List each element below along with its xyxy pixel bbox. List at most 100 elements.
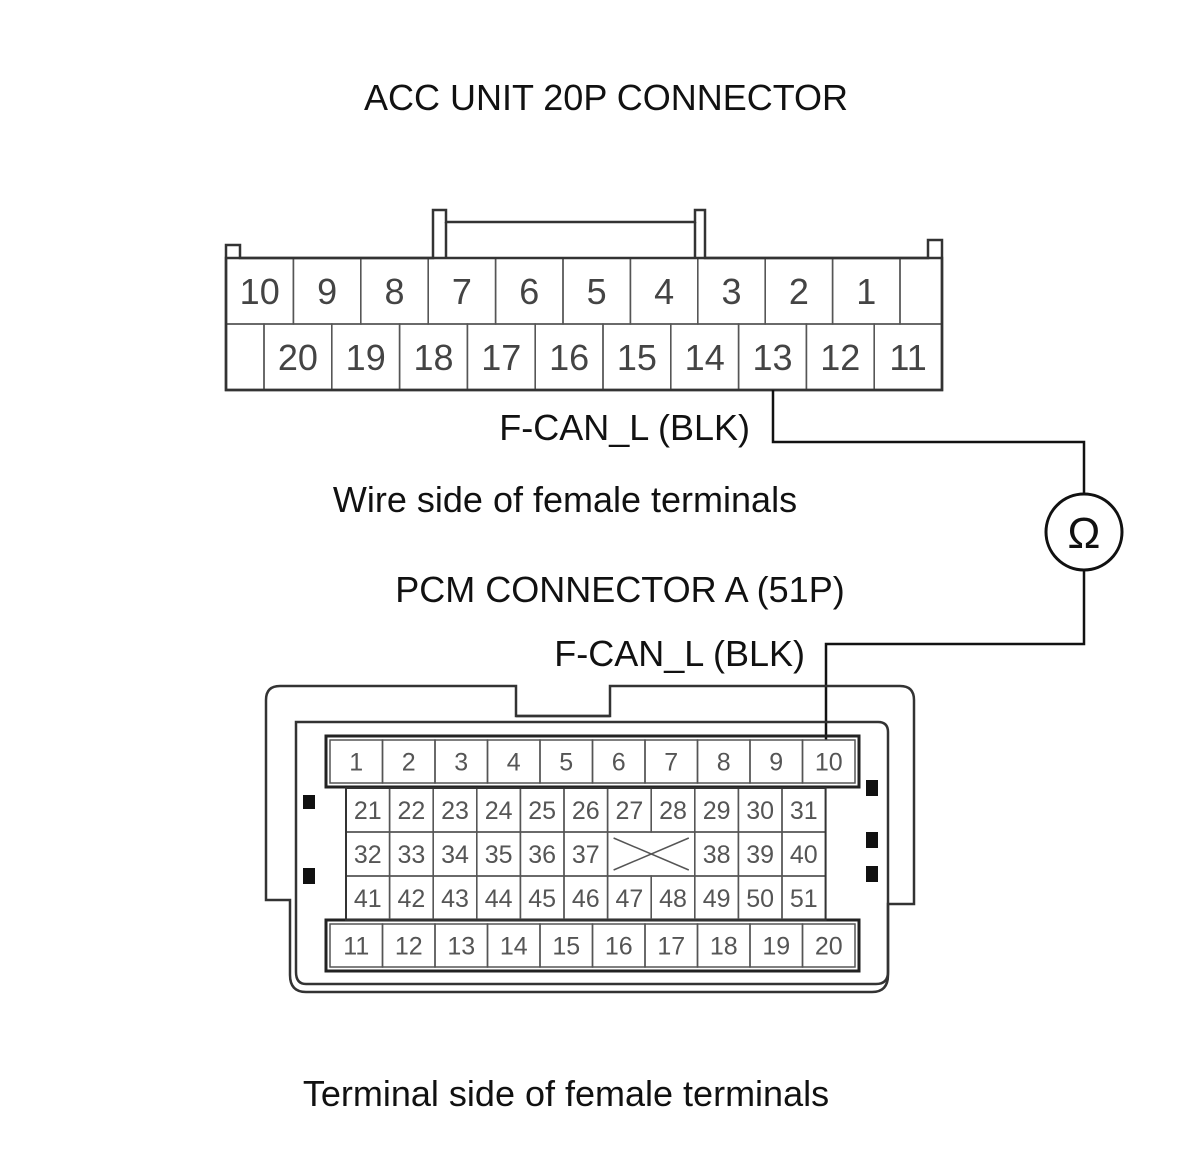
terminal-number: 50 [746, 885, 774, 913]
terminal-number: 45 [528, 885, 556, 913]
terminal-number: 24 [485, 797, 513, 825]
pcm-terminal-22: 22 [388, 787, 434, 833]
acc-terminal-14: 14 [670, 323, 740, 391]
pcm-terminal-11: 11 [329, 923, 384, 968]
pcm-connector-housing [264, 684, 916, 994]
pcm-terminal-17: 17 [644, 923, 699, 968]
terminal-number: 43 [441, 885, 469, 913]
pcm-wire-label: F-CAN_L (BLK) [554, 633, 805, 674]
pcm-terminal-15: 15 [539, 923, 594, 968]
terminal-number: 26 [572, 797, 600, 825]
pcm-connector-title: PCM CONNECTOR A (51P) [395, 569, 844, 610]
meter-lead-acc [771, 390, 1086, 493]
pcm-terminal-2: 2 [381, 739, 436, 784]
terminal-number: 7 [452, 271, 472, 312]
pcm-terminal-29: 29 [694, 787, 740, 833]
terminal-number: 18 [413, 337, 453, 378]
pcm-terminal-5: 5 [539, 739, 594, 784]
pcm-terminal-41: 41 [345, 875, 391, 921]
terminal-number: 37 [572, 841, 600, 869]
pcm-terminal-21: 21 [345, 787, 391, 833]
pcm-terminal-32: 32 [345, 831, 391, 877]
terminal-number: 39 [746, 841, 774, 869]
pcm-terminal-27: 27 [606, 787, 652, 833]
pcm-terminal-10: 10 [801, 739, 856, 784]
pcm-blank-x [613, 837, 690, 871]
terminal-number: 9 [769, 749, 783, 777]
terminal-number: 14 [500, 933, 528, 961]
terminal-number: 9 [317, 271, 337, 312]
terminal-number: 14 [685, 337, 725, 378]
terminal-number: 18 [710, 933, 738, 961]
acc-terminal-10: 10 [225, 257, 295, 325]
acc-blank-cell [225, 323, 265, 391]
terminal-number: 51 [790, 885, 818, 913]
pcm-terminal-13: 13 [434, 923, 489, 968]
acc-terminal-12: 12 [805, 323, 875, 391]
pcm-terminal-26: 26 [563, 787, 609, 833]
pcm-terminal-24: 24 [476, 787, 522, 833]
terminal-number: 41 [354, 885, 382, 913]
terminal-number: 8 [717, 749, 731, 777]
terminal-number: 13 [447, 933, 475, 961]
terminal-number: 8 [384, 271, 404, 312]
pcm-terminal-38: 38 [694, 831, 740, 877]
pcm-terminal-51: 51 [781, 875, 827, 921]
pcm-terminal-45: 45 [519, 875, 565, 921]
terminal-number: 15 [552, 933, 580, 961]
pcm-terminal-50: 50 [737, 875, 783, 921]
terminal-number: 12 [820, 337, 860, 378]
acc-terminal-17: 17 [466, 323, 536, 391]
terminal-number: 28 [659, 797, 687, 825]
pcm-latch-marks [303, 780, 878, 884]
pcm-terminal-46: 46 [563, 875, 609, 921]
acc-terminal-9: 9 [292, 257, 362, 325]
pcm-terminal-36: 36 [519, 831, 565, 877]
ohm-symbol: Ω [1068, 509, 1101, 558]
terminal-number: 40 [790, 841, 818, 869]
terminal-number: 11 [889, 337, 926, 378]
pcm-terminal-44: 44 [476, 875, 522, 921]
terminal-number: 5 [559, 749, 573, 777]
terminal-number: 11 [343, 933, 369, 961]
terminal-number: 16 [549, 337, 589, 378]
acc-terminal-4: 4 [629, 257, 699, 325]
terminal-number: 23 [441, 797, 469, 825]
acc-side-note: Wire side of female terminals [333, 479, 797, 520]
pcm-terminal-37: 37 [563, 831, 609, 877]
terminal-number: 29 [703, 797, 731, 825]
terminal-number: 17 [657, 933, 685, 961]
pcm-terminal-9: 9 [749, 739, 804, 784]
terminal-number: 34 [441, 841, 469, 869]
pcm-terminal-35: 35 [476, 831, 522, 877]
acc-terminal-5: 5 [562, 257, 632, 325]
pcm-terminal-49: 49 [694, 875, 740, 921]
pcm-middle-frame [345, 787, 827, 921]
pcm-side-note: Terminal side of female terminals [303, 1073, 829, 1114]
terminal-number: 6 [519, 271, 539, 312]
pcm-terminal-7: 7 [644, 739, 699, 784]
pcm-terminal-40: 40 [781, 831, 827, 877]
pcm-terminal-23: 23 [432, 787, 478, 833]
pcm-terminal-31: 31 [781, 787, 827, 833]
ohmmeter-icon [1044, 492, 1124, 572]
terminal-number: 35 [485, 841, 513, 869]
terminal-number: 5 [587, 271, 607, 312]
acc-terminal-6: 6 [494, 257, 564, 325]
terminal-number: 27 [615, 797, 643, 825]
pcm-terminal-1: 1 [329, 739, 384, 784]
terminal-number: 4 [654, 271, 674, 312]
acc-terminal-1: 1 [831, 257, 901, 325]
acc-terminal-20: 20 [263, 323, 333, 391]
terminal-number: 13 [752, 337, 792, 378]
terminal-number: 2 [402, 749, 416, 777]
terminal-number: 47 [615, 885, 643, 913]
pcm-terminal-14: 14 [486, 923, 541, 968]
pcm-terminal-12: 12 [381, 923, 436, 968]
acc-terminal-3: 3 [697, 257, 766, 325]
terminal-number: 10 [240, 271, 280, 312]
acc-terminal-7: 7 [427, 257, 497, 325]
